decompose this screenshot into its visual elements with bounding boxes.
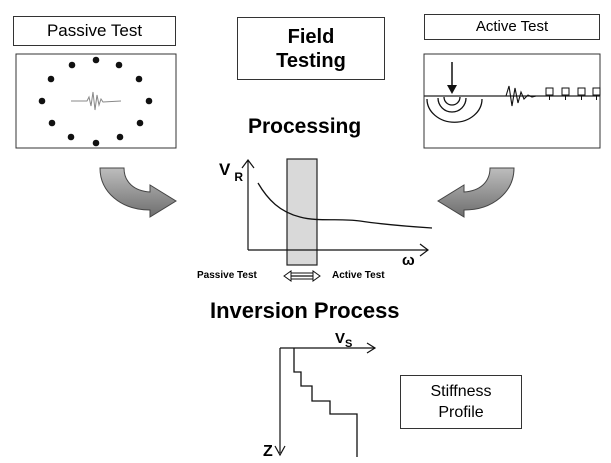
stiffness-profile-plot xyxy=(274,342,377,457)
dispersion-curve xyxy=(257,182,433,229)
double-arrow xyxy=(283,270,321,282)
active-test-small-label: Active Test xyxy=(332,270,385,281)
sensor-ring xyxy=(38,56,153,147)
stiffness-profile-box: Stiffness Profile xyxy=(400,375,522,429)
left-flow-arrow xyxy=(99,167,177,218)
field-testing-box: Field Testing xyxy=(237,17,385,80)
field-testing-line1: Field xyxy=(287,26,335,48)
stiffness-line2: Profile xyxy=(438,404,484,421)
vr-label: V xyxy=(219,160,231,179)
active-test-label: Active Test xyxy=(475,18,549,35)
stiffness-line1: Stiffness xyxy=(430,383,492,400)
inversion-process-heading: Inversion Process xyxy=(210,298,400,323)
passive-test-small-label: Passive Test xyxy=(197,270,257,281)
vs-axis-label: VS xyxy=(335,330,353,350)
ambient-noise-signal xyxy=(71,91,122,111)
vr-subscript: R xyxy=(234,170,244,184)
active-test-box: Active Test xyxy=(424,14,600,40)
dispersion-plot xyxy=(241,158,433,282)
passive-test-label: Passive Test xyxy=(46,21,143,40)
overlap-band xyxy=(286,158,318,266)
vs-label: V xyxy=(335,330,346,347)
vs-step-profile xyxy=(293,348,358,457)
omega-axis-label: ω xyxy=(402,252,415,269)
passive-test-box: Passive Test xyxy=(13,16,176,46)
geophones xyxy=(545,87,601,100)
vs-subscript: S xyxy=(345,338,353,350)
passive-sensor-panel xyxy=(15,53,177,149)
z-axis-label: Z xyxy=(263,443,273,460)
field-testing-line2: Testing xyxy=(276,50,346,72)
right-flow-arrow xyxy=(437,167,515,218)
active-wave-signal xyxy=(505,85,537,107)
processing-heading: Processing xyxy=(248,115,362,138)
active-test-panel xyxy=(423,53,601,149)
